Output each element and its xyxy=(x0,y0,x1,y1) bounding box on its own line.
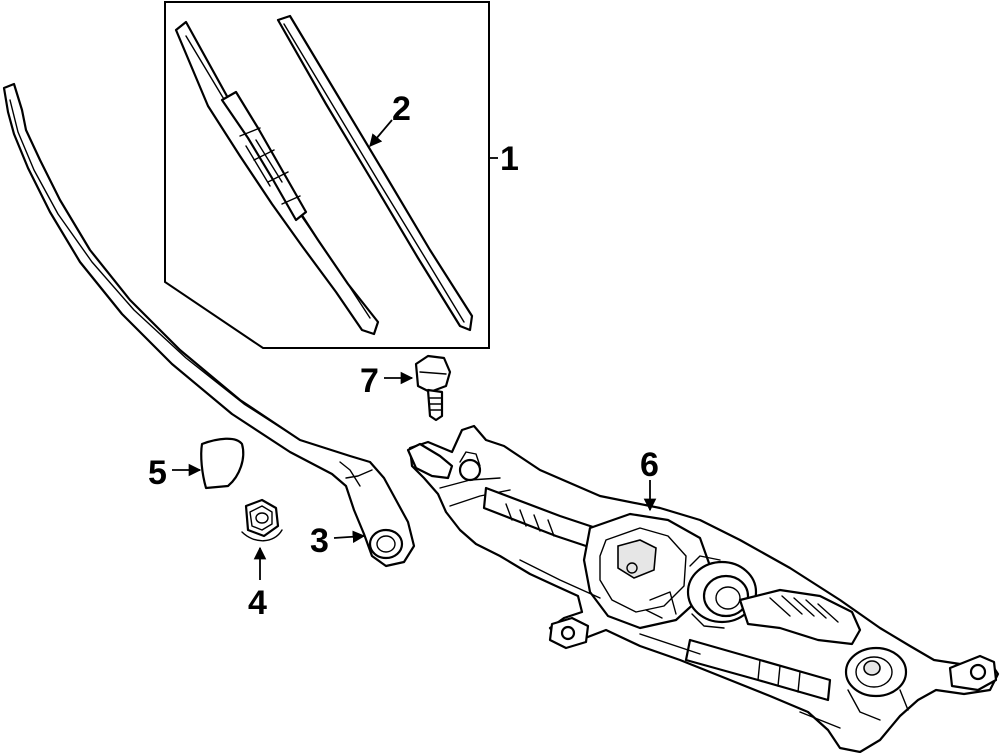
callout-5: 5 xyxy=(148,454,167,492)
wiper-arm xyxy=(2,82,416,568)
callout-6: 6 xyxy=(640,446,659,484)
callout-2: 2 xyxy=(392,90,411,128)
wiper-blade xyxy=(174,20,380,336)
blade-kit-inset-box xyxy=(164,1,490,349)
arm-nut xyxy=(241,498,283,542)
callout-3: 3 xyxy=(310,522,329,560)
callout-4: 4 xyxy=(248,584,267,622)
callout-1: 1 xyxy=(500,140,519,178)
callout-7: 7 xyxy=(360,362,379,400)
arm-cap xyxy=(200,437,245,490)
callouts: 1 2 3 4 5 6 7 xyxy=(148,90,659,622)
wiper-linkage-assembly xyxy=(406,424,1000,753)
mounting-bolt xyxy=(414,354,452,422)
wiper-refill xyxy=(276,14,474,332)
leader-lines xyxy=(172,119,657,580)
